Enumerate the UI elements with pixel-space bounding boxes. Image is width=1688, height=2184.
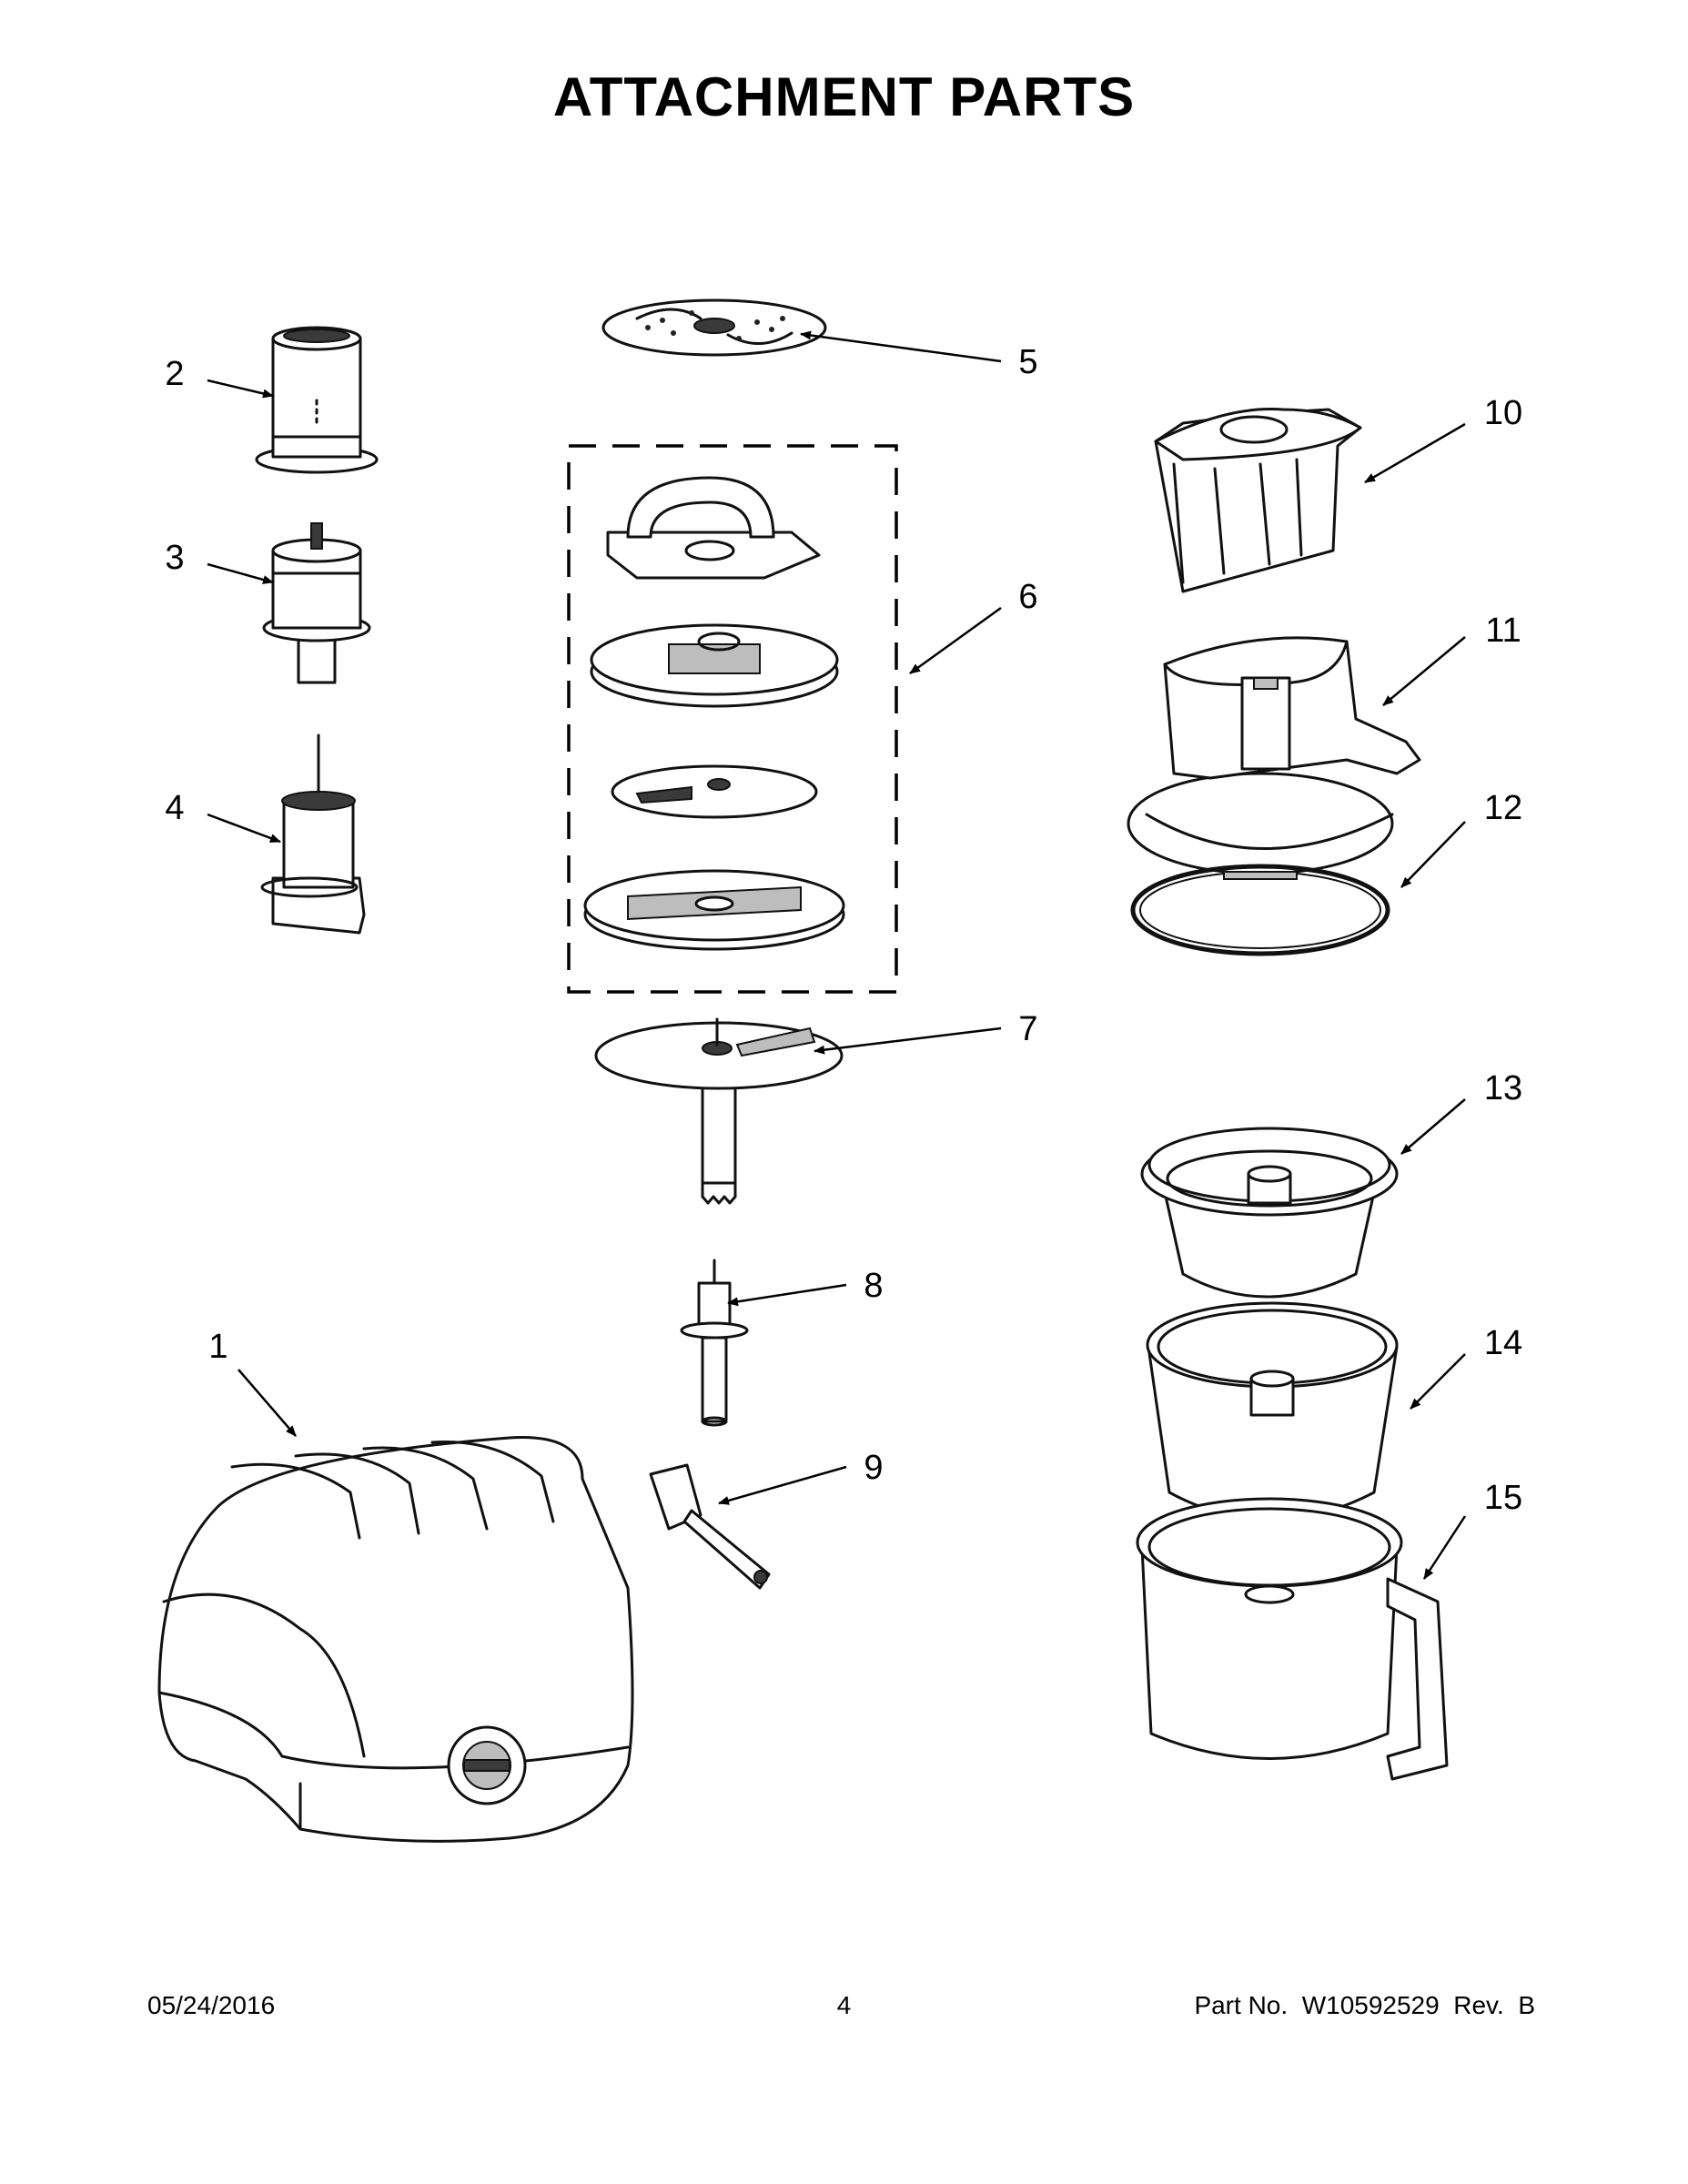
part-12-drawing [1130,864,1390,956]
part-10-drawing [1154,407,1362,593]
part-6-drawing [567,444,898,994]
callout-2: 2 [165,355,184,393]
leader-2 [207,379,274,399]
part-2-drawing [255,326,379,474]
callout-14: 14 [1484,1324,1522,1362]
part-1-drawing [157,1436,634,1843]
leader-10 [1364,422,1466,484]
leader-5 [800,330,1002,363]
leader-lines [207,330,1467,1580]
callout-8: 8 [864,1267,883,1305]
footer-part-number: Part No. W10592529 Rev. B [1194,1991,1535,2019]
leader-11 [1382,636,1466,706]
leader-15 [1422,1515,1467,1580]
leader-12 [1400,821,1466,888]
callout-7: 7 [1018,1010,1037,1048]
part-9-drawing [649,1463,771,1590]
part-7-drawing [594,1017,844,1205]
callout-6: 6 [1018,578,1037,616]
callout-9: 9 [864,1449,883,1487]
part-11-drawing [1127,636,1421,875]
callout-12: 12 [1484,789,1522,827]
part-13-drawing [1140,1127,1399,1299]
leader-7 [814,1026,1002,1055]
callout-11: 11 [1485,612,1521,650]
leader-1 [238,1369,297,1437]
footer-date: 05/24/2016 [147,1991,276,2019]
callout-10: 10 [1484,394,1522,432]
callout-labels: 1 2 3 4 5 6 7 8 9 10 11 12 13 14 15 [165,343,1522,1517]
callout-13: 13 [1484,1069,1522,1107]
callout-3: 3 [165,539,184,577]
callout-15: 15 [1484,1479,1522,1517]
leader-6 [909,606,1002,675]
leader-3 [207,562,274,584]
page-title: ATTACHMENT PARTS [552,66,1136,127]
part-3-drawing [262,522,371,684]
part-5-drawing [601,298,827,357]
part-14-drawing [1146,1301,1399,1522]
leader-13 [1400,1098,1466,1155]
leader-8 [727,1283,847,1307]
callout-5: 5 [1018,343,1037,381]
leader-9 [718,1465,847,1505]
footer-page-number: 4 [836,1991,852,2019]
callout-1: 1 [208,1328,227,1366]
callout-4: 4 [165,789,184,827]
part-15-drawing [1136,1497,1449,1781]
leader-4 [207,813,281,844]
part-4-drawing [260,733,366,935]
part-8-drawing [680,1259,749,1427]
leader-14 [1410,1353,1466,1410]
